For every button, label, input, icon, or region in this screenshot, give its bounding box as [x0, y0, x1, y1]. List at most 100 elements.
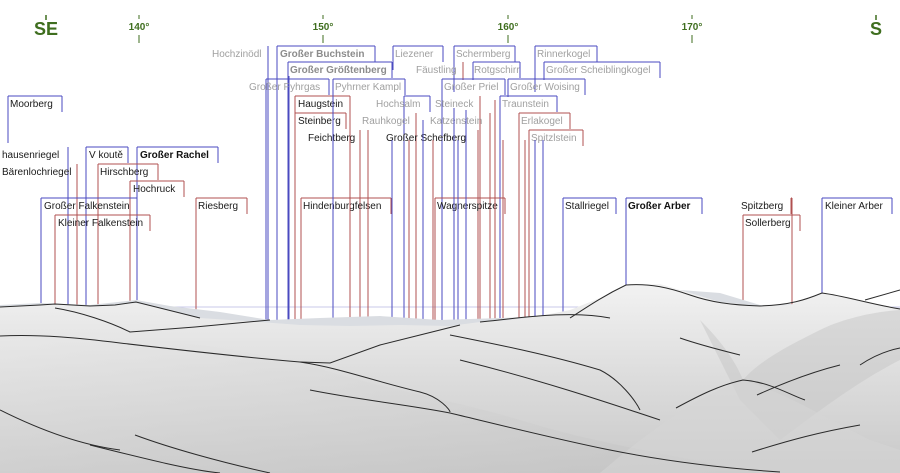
peak-marker: Hochsalm — [376, 95, 431, 320]
peak-label[interactable]: Riesberg — [198, 201, 238, 212]
peak-marker: Rauhkogel — [362, 113, 417, 320]
ridgeline — [675, 379, 806, 409]
peak-label[interactable]: Hochruck — [133, 184, 176, 195]
peak-marker: Fäustling — [416, 62, 464, 80]
peak-label[interactable]: Kleiner Falkenstein — [58, 218, 143, 229]
compass-mark-160: 160° — [498, 15, 519, 43]
ridgeline — [309, 389, 781, 473]
peak-marker: Spitzlstein — [528, 129, 584, 320]
terrain-ridgelines — [0, 284, 900, 473]
compass-mark-150: 150° — [313, 15, 334, 43]
ridgeline — [0, 301, 201, 319]
peak-marker: Kleiner Arber — [821, 197, 893, 293]
compass-label-s: S — [870, 19, 882, 39]
peak-label[interactable]: Spitzberg — [741, 201, 783, 212]
ridgeline — [299, 324, 461, 364]
peak-label[interactable]: Traunstein — [502, 99, 549, 110]
peak-marker: Katzenstein — [430, 113, 491, 320]
peak-marker: Steineck — [435, 96, 481, 320]
peak-label[interactable]: Hochsalm — [376, 99, 420, 110]
peak-marker: Schermberg — [453, 45, 516, 92]
peak-marker: Hochzinödl — [212, 46, 269, 320]
peak-label[interactable]: Wagnerspitze — [437, 201, 498, 212]
compass-label-170: 170° — [682, 22, 703, 33]
peak-marker: Großer Buchstein — [276, 45, 376, 320]
peak-label[interactable]: Hirschberg — [100, 167, 148, 178]
ridgeline — [0, 409, 121, 451]
peak-marker: Großer Scheiblingkogel — [543, 61, 661, 80]
peak-label[interactable]: Großer Rachel — [140, 150, 209, 161]
peak-label[interactable]: Feichtberg — [308, 133, 355, 144]
compass-bar: SE 140° 150° 160° 170° S — [34, 15, 882, 43]
peak-label[interactable]: Großer Falkenstein — [44, 201, 130, 212]
peak-label[interactable]: Bärenlochriegel — [2, 167, 72, 178]
ridgeline — [54, 307, 271, 333]
ridgeline — [679, 337, 741, 356]
peak-marker: Hindenburgfelsen — [300, 197, 392, 320]
peak-marker: hausenriegel — [2, 147, 69, 305]
peak-marker: Großer Arber — [625, 197, 703, 285]
peak-marker: Rotgschirr — [472, 61, 521, 80]
peak-marker: Großer Größtenberg — [287, 61, 393, 320]
peak-label[interactable]: Schermberg — [456, 49, 510, 60]
peak-label[interactable]: Steineck — [435, 99, 474, 110]
peak-label[interactable]: Großer Pyhrgas — [249, 82, 320, 93]
peak-label[interactable]: Großer Scheiblingkogel — [546, 65, 651, 76]
peak-marker: Liezener — [392, 45, 444, 70]
peak-marker: Hochruck — [129, 180, 185, 305]
peak-leader-lines: Hochzinödl Großer Buchstein Liezener Scherm… — [2, 45, 893, 380]
peak-label[interactable]: Moorberg — [10, 99, 53, 110]
peak-marker: Großer Schefberg — [386, 130, 479, 320]
ridgeline — [134, 434, 271, 473]
compass-mark-140: 140° — [129, 15, 150, 43]
peak-label[interactable]: Großer Arber — [628, 201, 691, 212]
peak-label[interactable]: Pyhrner Kampl — [335, 82, 401, 93]
peak-label[interactable]: Steinberg — [298, 116, 341, 127]
ridgeline — [756, 364, 841, 396]
peak-marker: Großer Pyhrgas — [249, 78, 330, 320]
peak-label[interactable]: Rauhkogel — [362, 116, 410, 127]
peak-marker: Großer Woising — [507, 78, 586, 97]
terrain-foreground-slope — [0, 336, 760, 473]
peak-label[interactable]: hausenriegel — [2, 150, 59, 161]
compass-label-se: SE — [34, 19, 58, 39]
ridgeline — [449, 334, 641, 411]
peak-label[interactable]: Erlakogel — [521, 116, 563, 127]
peak-label[interactable]: Haugstein — [298, 99, 343, 110]
ridgeline — [864, 289, 900, 301]
peak-label[interactable]: Großer Buchstein — [280, 49, 364, 60]
peak-label[interactable]: Sollerberg — [745, 218, 791, 229]
peak-marker: Erlakogel — [518, 112, 571, 320]
peak-label[interactable]: Spitzlstein — [531, 133, 577, 144]
peak-label[interactable]: Rinnerkogel — [537, 49, 590, 60]
peak-label[interactable]: Liezener — [395, 49, 434, 60]
peak-label[interactable]: Hochzinödl — [212, 49, 261, 60]
peak-label[interactable]: Katzenstein — [430, 116, 482, 127]
peak-label[interactable]: Rotgschirr — [474, 65, 520, 76]
peak-marker: Stallriegel — [562, 197, 617, 312]
peak-label[interactable]: V koutě — [89, 150, 123, 161]
peak-marker: Bärenlochriegel — [2, 164, 78, 308]
peak-marker: Steinberg — [294, 112, 347, 320]
ridgeline — [569, 284, 900, 319]
peak-marker: Traunstein — [499, 95, 558, 320]
compass-label-140: 140° — [129, 22, 150, 33]
compass-label-150: 150° — [313, 22, 334, 33]
peak-marker: Großer Priel — [441, 78, 506, 320]
peak-label[interactable]: Stallriegel — [565, 201, 609, 212]
peak-label[interactable]: Fäustling — [416, 65, 457, 76]
ridgeline — [479, 314, 611, 323]
peak-label[interactable]: Großer Schefberg — [386, 133, 466, 144]
peak-label[interactable]: Großer Größtenberg — [290, 65, 387, 76]
peak-marker: Großer Falkenstein — [40, 197, 138, 305]
peak-marker: Riesberg — [195, 197, 248, 320]
terrain-near-hill — [600, 380, 900, 473]
peak-marker: Feichtberg — [308, 130, 361, 320]
peak-label[interactable]: Kleiner Arber — [825, 201, 883, 212]
peak-label[interactable]: Hindenburgfelsen — [303, 201, 381, 212]
peak-label[interactable]: Großer Woising — [510, 82, 580, 93]
ridgeline — [459, 359, 661, 421]
compass-label-160: 160° — [498, 22, 519, 33]
peak-label[interactable]: Großer Priel — [444, 82, 498, 93]
